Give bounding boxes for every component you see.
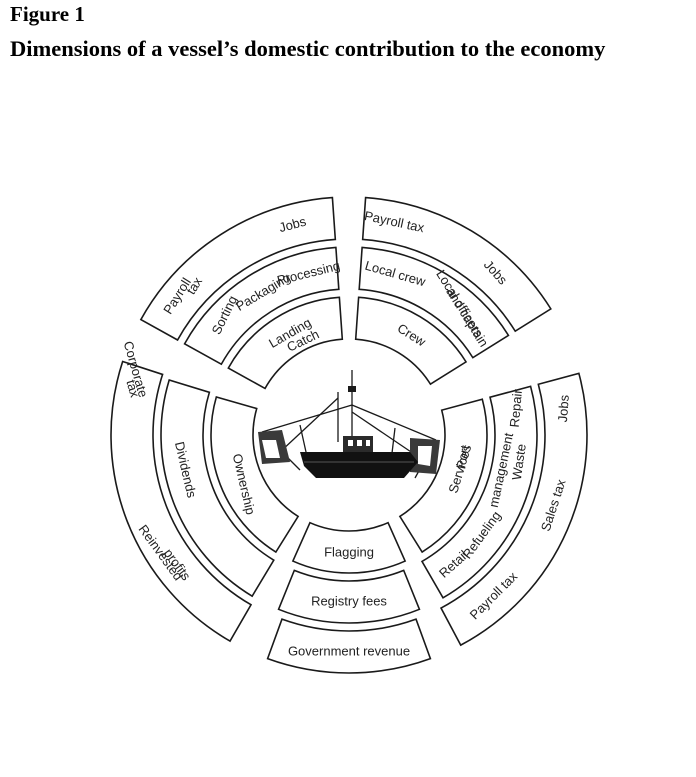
flagging-ring-2-segment — [277, 569, 421, 624]
port-services-ring-3-segment — [439, 372, 588, 647]
flagging-ring-2-label-1: Registry fees — [311, 593, 387, 608]
ownership-ring-3-label-2: tax — [123, 378, 142, 399]
landing-ring-2-segment — [183, 246, 340, 366]
fishing-vessel-icon — [258, 370, 440, 479]
ownership-ring-3-segment — [110, 360, 253, 643]
flagging-ring-1-segment — [291, 521, 407, 574]
crew-ring-3-segment — [361, 196, 552, 333]
flagging-ring-1-label-1: Flagging — [324, 544, 374, 559]
port-services-ring-1-segment — [398, 398, 488, 554]
crew-ring-1-segment — [354, 296, 468, 386]
port-services-ring-2-label-2: Waste — [509, 443, 529, 481]
ownership-ring-1-segment — [210, 395, 300, 554]
flagging-ring-3-label-1: Government revenue — [288, 643, 410, 658]
ownership-ring-2-segment — [160, 379, 275, 598]
landing-ring-3-segment — [139, 196, 337, 342]
figure-label: Figure 1 — [10, 2, 85, 26]
crew-ring-2-segment — [358, 246, 510, 359]
landing-ring-1-segment — [227, 296, 344, 390]
port-services-ring-2-segment — [420, 385, 538, 599]
landing-ring-3-label-3: Jobs — [277, 213, 308, 235]
flagging-ring-3-segment — [266, 618, 432, 674]
port-services-ring-2-label-1: Repair — [507, 388, 525, 428]
figure-title: Dimensions of a vessel’s domestic contri… — [10, 36, 606, 61]
port-services-ring-1-label-1: Port — [453, 444, 472, 471]
port-services-ring-3-label-1: Jobs — [555, 394, 572, 423]
